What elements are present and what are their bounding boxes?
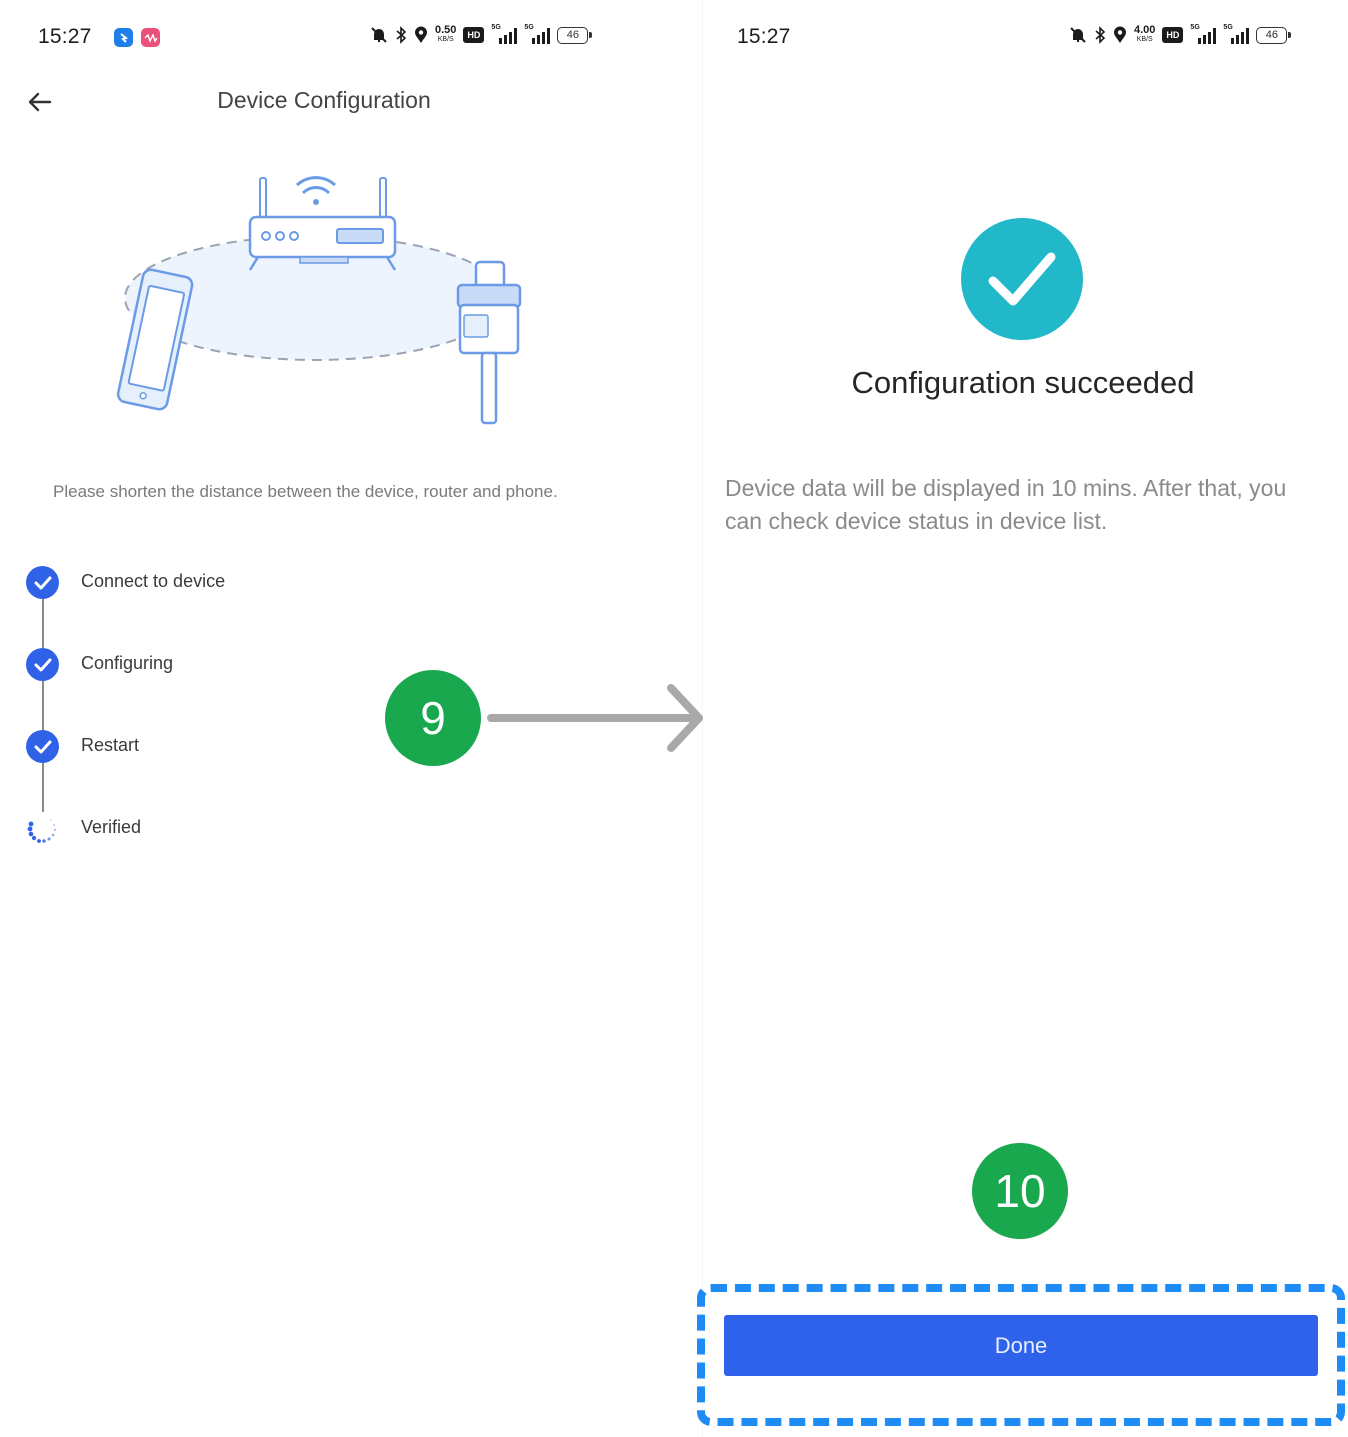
status-icons: 0.50 KB/S HD 5G 5G 46 bbox=[370, 24, 593, 44]
signal-icon-2: 5G bbox=[1223, 24, 1250, 44]
battery-icon: 46 bbox=[557, 26, 593, 44]
bluetooth-icon bbox=[396, 26, 407, 44]
step-badge-10: 10 bbox=[972, 1143, 1068, 1239]
step-connector bbox=[41, 599, 44, 648]
step-label: Verified bbox=[81, 817, 142, 837]
signal-icon: 5G bbox=[491, 24, 518, 44]
page-title: Device Configuration bbox=[217, 87, 431, 113]
step-label: Restart bbox=[81, 735, 140, 755]
check-circle-icon bbox=[961, 218, 1083, 340]
notification-icons bbox=[114, 28, 160, 47]
step-configuring: Configuring bbox=[26, 648, 225, 730]
hd-voice-icon: HD bbox=[1162, 27, 1184, 43]
done-button[interactable]: Done bbox=[724, 1315, 1318, 1376]
location-icon bbox=[1114, 26, 1126, 43]
step-connect-to-device: Connect to device bbox=[26, 566, 225, 648]
step-restart: Restart bbox=[26, 730, 225, 812]
distance-hint: Please shorten the distance between the … bbox=[53, 482, 558, 501]
step-label: Connect to device bbox=[81, 571, 226, 591]
check-circle-icon bbox=[26, 730, 59, 763]
status-icons: 4.00 KB/S HD 5G 5G 46 bbox=[1069, 24, 1292, 44]
blue-app-icon bbox=[114, 28, 133, 47]
phone-icon bbox=[116, 268, 194, 411]
status-time: 15:27 bbox=[737, 25, 791, 48]
step-label: Configuring bbox=[81, 653, 174, 673]
network-speed: 4.00 KB/S bbox=[1134, 24, 1156, 44]
bluetooth-icon bbox=[1095, 26, 1106, 44]
signal-icon: 5G bbox=[1190, 24, 1217, 44]
hd-voice-icon: HD bbox=[463, 27, 485, 43]
step-connector bbox=[41, 763, 44, 812]
sensor-device-icon bbox=[456, 260, 522, 425]
check-circle-icon bbox=[26, 648, 59, 681]
configuration-steps: Connect to device Configuring Restart bbox=[26, 566, 225, 894]
network-speed: 0.50 KB/S bbox=[435, 24, 457, 44]
mute-bell-icon bbox=[1070, 27, 1086, 43]
step-verified: Verified bbox=[26, 812, 225, 894]
back-button[interactable] bbox=[24, 86, 56, 118]
step-connector bbox=[41, 681, 44, 730]
router-icon bbox=[248, 176, 397, 271]
signal-icon-2: 5G bbox=[524, 24, 551, 44]
success-description: Device data will be displayed in 10 mins… bbox=[725, 475, 1287, 534]
loading-spinner-icon bbox=[26, 812, 59, 845]
check-circle-icon bbox=[26, 566, 59, 599]
location-icon bbox=[415, 26, 427, 43]
success-title: Configuration succeeded bbox=[851, 365, 1195, 400]
battery-icon: 46 bbox=[1256, 26, 1292, 44]
router-phone-device-illustration bbox=[116, 176, 522, 425]
status-bar: 15:27 0.50 KB/S HD 5G 5G bbox=[0, 20, 702, 56]
mute-bell-icon bbox=[371, 27, 387, 43]
highlight-box bbox=[697, 1284, 1345, 1426]
arrow-right-icon bbox=[487, 684, 703, 752]
step-badge-9: 9 bbox=[385, 670, 481, 766]
pink-app-icon bbox=[141, 28, 160, 47]
arrow-left-icon bbox=[28, 92, 52, 112]
status-bar: 15:27 4.00 KB/S HD 5G 5G 46 bbox=[703, 20, 1348, 56]
status-time: 15:27 bbox=[38, 25, 92, 48]
